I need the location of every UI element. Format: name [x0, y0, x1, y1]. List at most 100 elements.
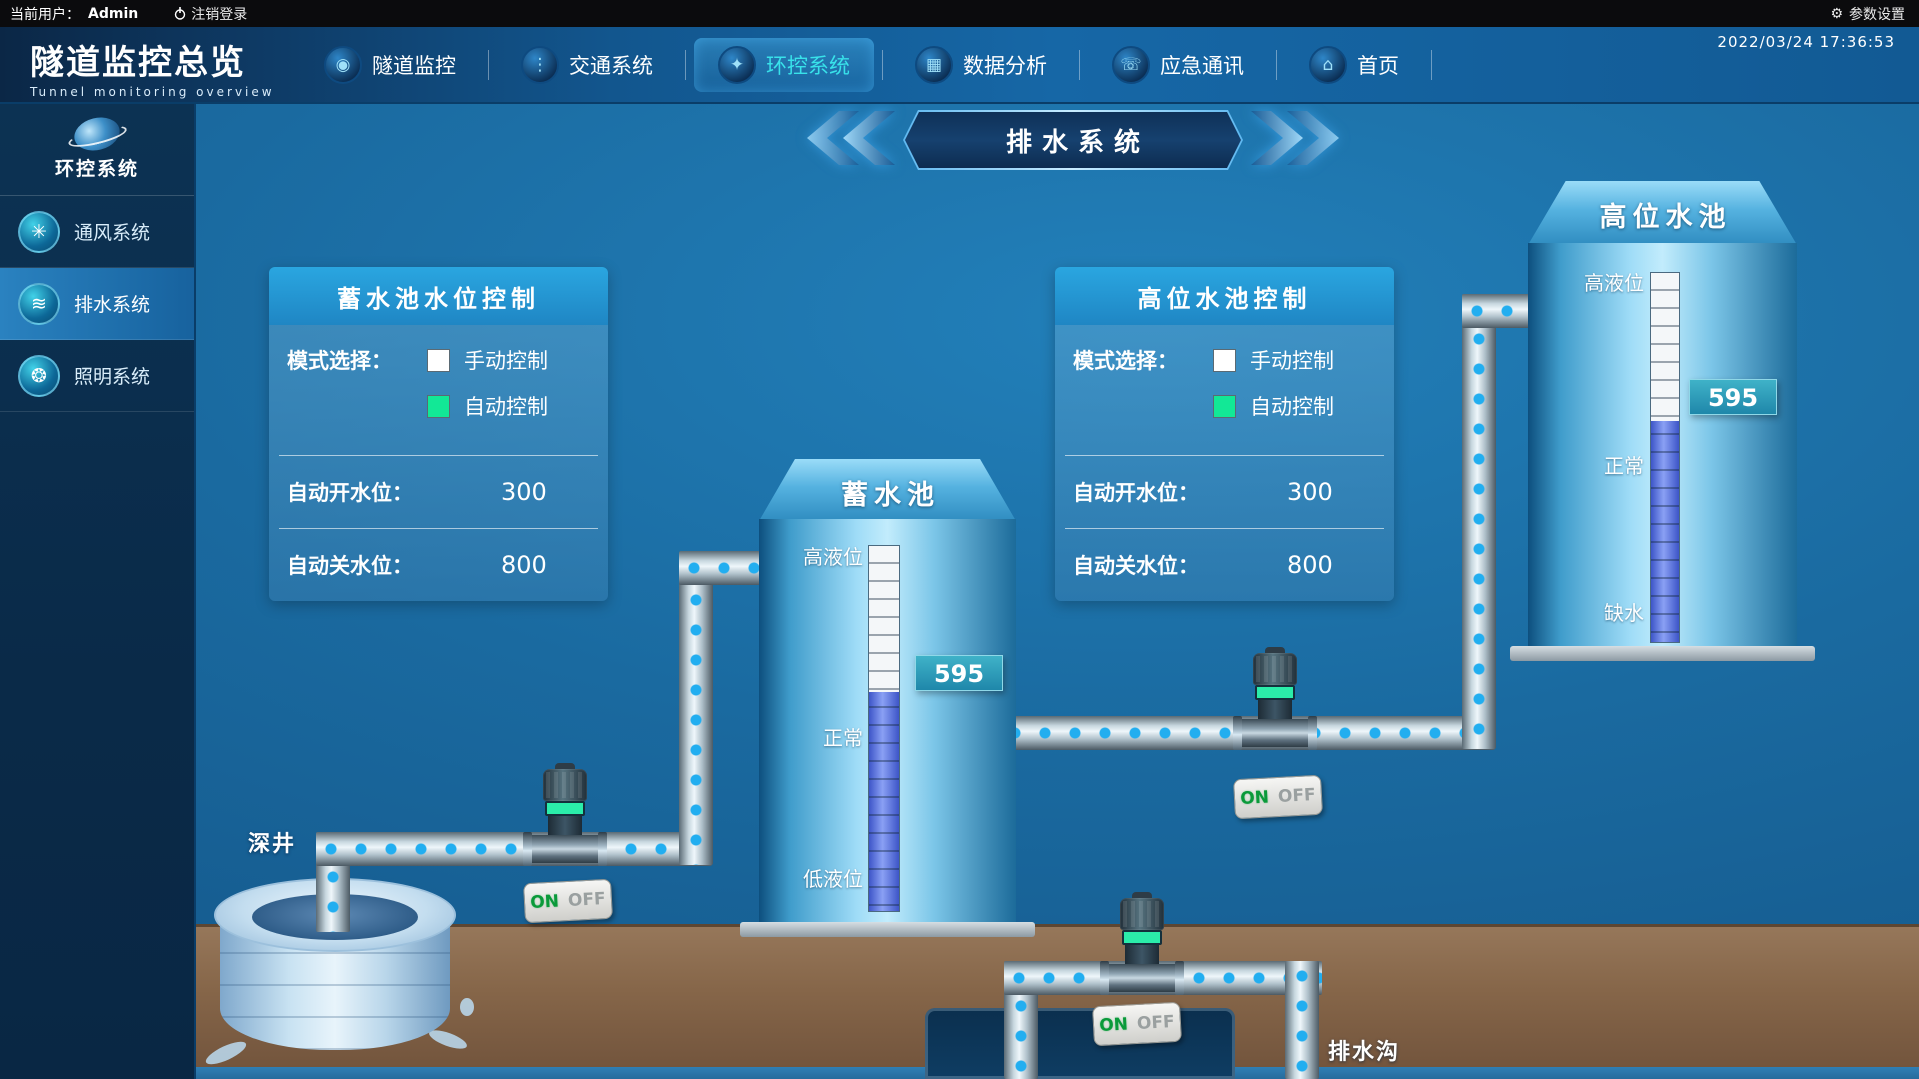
- pump-cap: [555, 763, 575, 771]
- nav-separator: [1276, 49, 1277, 80]
- pump-neck: [548, 816, 582, 837]
- manual-control-checkbox[interactable]: [427, 348, 450, 372]
- switch-pump-well[interactable]: ON OFF: [523, 878, 613, 924]
- traffic-icon: ⋮: [521, 45, 559, 84]
- phone-icon: ☏: [1112, 45, 1150, 84]
- pump-neck: [1258, 700, 1292, 721]
- auto-control-option[interactable]: 自动控制: [427, 391, 548, 421]
- gauge-ticks: [869, 546, 899, 911]
- pump-display: [545, 801, 585, 816]
- pump-drain: [1100, 892, 1184, 995]
- banner-plate: 排水系统: [903, 110, 1243, 170]
- switch-off-label: OFF: [1136, 1012, 1176, 1034]
- auto-open-level-value: 300: [1287, 478, 1333, 506]
- manual-control-checkbox[interactable]: [1213, 348, 1236, 372]
- water-level-fill: [1651, 420, 1679, 642]
- deep-well-label: 深井: [248, 832, 297, 857]
- nav-item-traffic-system[interactable]: ⋮ 交通系统: [497, 38, 677, 92]
- pump-motor: [1253, 653, 1297, 685]
- nav-label: 交通系统: [569, 53, 653, 78]
- nav-item-environment-control[interactable]: ✦ 环控系统: [694, 37, 874, 92]
- switch-on-label: ON: [1239, 787, 1270, 809]
- panel-hightank-level-control: 高位水池控制 模式选择： 手动控制 自动控制 自动开水位： 3: [1055, 267, 1394, 601]
- page-title: 隧道监控总览: [30, 43, 246, 83]
- tank-dome: [759, 459, 1016, 521]
- auto-close-level-value: 800: [501, 551, 547, 579]
- auto-open-level-row: 自动开水位： 300: [1055, 456, 1394, 528]
- analysis-icon: ▦: [915, 45, 953, 84]
- manual-control-label: 手动控制: [1250, 349, 1334, 373]
- auto-control-checkbox[interactable]: [427, 394, 450, 418]
- water-level-fill: [869, 692, 899, 911]
- auto-open-level-row: 自动开水位： 300: [269, 456, 608, 528]
- nav-label: 数据分析: [963, 53, 1047, 78]
- pump-display: [1255, 685, 1295, 700]
- logout-button[interactable]: 注销登录: [174, 4, 247, 24]
- sidebar-item-label: 通风系统: [74, 222, 151, 244]
- mode-select-label: 模式选择：: [287, 349, 392, 373]
- page-subtitle: Tunnel monitoring overview: [30, 85, 275, 99]
- switch-pump-transfer[interactable]: ON OFF: [1233, 774, 1323, 820]
- pump-neck: [1125, 945, 1159, 966]
- switch-off-label: OFF: [567, 889, 607, 911]
- divider: [1065, 455, 1384, 456]
- tank-name: 蓄水池: [841, 480, 940, 511]
- nav-label: 隧道监控: [372, 53, 456, 78]
- power-icon: [175, 7, 186, 20]
- water-level-value: 595: [1689, 379, 1777, 415]
- tank-reservoir: 蓄水池 高液位 正常 低液位 595: [740, 459, 1035, 937]
- nav-item-emergency-comm[interactable]: ☏ 应急通讯: [1088, 38, 1268, 92]
- tank-dome: [1528, 181, 1797, 245]
- drain-trench: [925, 1008, 1235, 1079]
- level-label-high: 高液位: [803, 545, 863, 569]
- auto-open-level-label: 自动开水位：: [1073, 481, 1199, 505]
- nav-item-tunnel-monitoring[interactable]: ◉ 隧道监控: [300, 38, 480, 92]
- pump-cap: [1132, 892, 1152, 900]
- current-user-label: 当前用户：: [10, 6, 80, 23]
- chevron-left-icon: [800, 111, 895, 169]
- mode-select-label: 模式选择：: [1073, 349, 1178, 373]
- sidebar-item-label: 排水系统: [74, 294, 151, 316]
- switch-pump-drain[interactable]: ON OFF: [1092, 1001, 1182, 1047]
- banner-title: 排水系统: [1005, 127, 1150, 158]
- nav-item-home[interactable]: ⌂ 首页: [1285, 38, 1423, 92]
- mode-options: 手动控制 自动控制: [427, 345, 548, 439]
- panel-body: 模式选择： 手动控制 自动控制 自动开水位： 300: [1055, 325, 1394, 601]
- nav-separator: [1079, 49, 1080, 80]
- current-user: 当前用户： Admin 注销登录: [0, 4, 247, 24]
- banner: 排水系统: [800, 110, 1346, 170]
- auto-control-checkbox[interactable]: [1213, 394, 1236, 418]
- pump-transfer: [1233, 647, 1317, 750]
- sidebar-system-title: 环控系统: [54, 158, 139, 180]
- sidebar-system-header: 环控系统: [0, 104, 194, 196]
- auto-close-level-label: 自动关水位：: [1073, 554, 1199, 578]
- pump-volute: [1233, 716, 1317, 750]
- settings-button[interactable]: ⚙ 参数设置: [1830, 4, 1919, 24]
- bulb-icon: ❂: [18, 354, 60, 397]
- sidebar-item-lighting[interactable]: ❂ 照明系统: [0, 340, 194, 412]
- pump-motor: [543, 769, 587, 801]
- sidebar-item-drainage[interactable]: ≋ 排水系统: [0, 268, 194, 340]
- pump-volute: [523, 832, 607, 866]
- home-icon: ⌂: [1309, 45, 1347, 84]
- panel-body: 模式选择： 手动控制 自动控制 自动开水位： 300: [269, 325, 608, 601]
- nav-separator: [488, 49, 489, 80]
- sidebar-item-ventilation[interactable]: ✳ 通风系统: [0, 196, 194, 268]
- topbar: 当前用户： Admin 注销登录 ⚙ 参数设置: [0, 0, 1919, 27]
- mode-select-row: 模式选择： 手动控制 自动控制: [1055, 325, 1394, 455]
- manual-control-option[interactable]: 手动控制: [1213, 345, 1334, 375]
- auto-control-option[interactable]: 自动控制: [1213, 391, 1334, 421]
- panel-title: 高位水池控制: [1055, 267, 1394, 325]
- switch-off-label: OFF: [1277, 785, 1317, 807]
- environment-icon: ✦: [718, 45, 756, 84]
- nav-separator: [882, 49, 883, 80]
- pump-motor: [1120, 898, 1164, 930]
- level-label-normal: 正常: [823, 726, 863, 750]
- panel-title: 蓄水池水位控制: [269, 267, 608, 325]
- level-label-normal: 正常: [1604, 454, 1644, 478]
- manual-control-option[interactable]: 手动控制: [427, 345, 548, 375]
- nav-label: 环控系统: [766, 53, 850, 78]
- nav-item-data-analysis[interactable]: ▦ 数据分析: [891, 38, 1071, 92]
- current-user-name: Admin: [88, 5, 139, 22]
